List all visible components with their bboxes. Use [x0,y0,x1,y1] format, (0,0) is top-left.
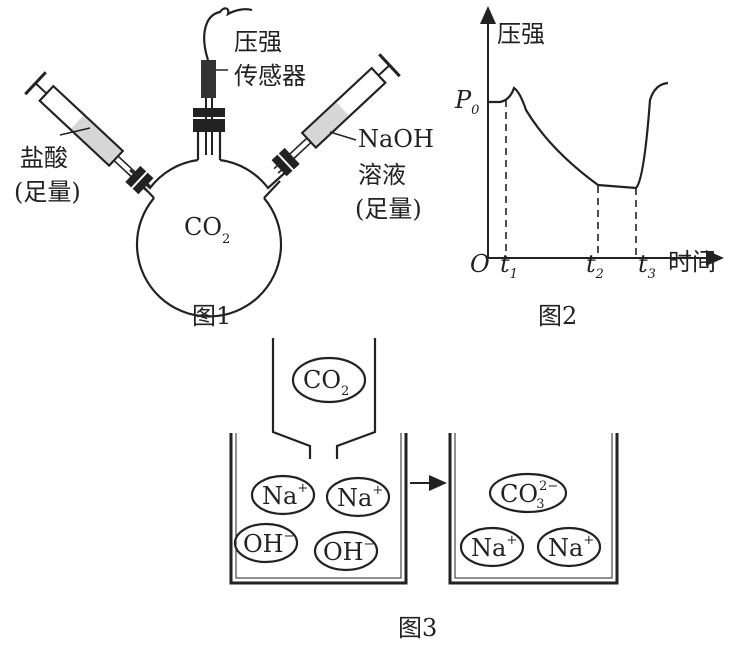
ion-na-1: Na+ [250,474,316,516]
svg-text:Na+: Na+ [548,533,594,562]
svg-text:CO2−3: CO2−3 [500,479,558,512]
beaker-after [448,433,619,585]
figure-2-caption: 图2 [538,302,577,330]
x-axis-label: 时间 [668,248,716,276]
svg-text:Na+: Na+ [262,481,308,510]
ion-oh-2: OH− [313,530,379,572]
naoh-syringe [271,53,401,177]
figure-3-caption: 图3 [398,614,437,642]
t2-label: t2 [586,250,604,282]
figure-2-pressure-graph: 压强 P0 O t1 t2 t3 时间 图2 [454,6,724,330]
origin-label: O [470,250,490,278]
figure-3-ion-diagram: CO2 Na+ Na+ OH− OH− CO2−3 Na+ [229,338,619,642]
top-stopper [193,108,225,132]
t1-label: t1 [500,250,518,282]
ion-na-2: Na+ [325,476,391,518]
hcl-label: 盐酸 [20,144,68,172]
naoh-amount-label: (足量) [355,195,422,223]
ion-carbonate: CO2−3 [488,472,568,514]
svg-text:Na+: Na+ [337,483,383,512]
sensor-label: 压强 [234,28,282,56]
pressure-curve [488,81,669,190]
co2-label: CO2 [303,366,349,399]
t3-label: t3 [638,250,656,282]
co2-molecule [291,356,367,404]
ion-na-3: Na+ [459,526,525,568]
p0-label: P0 [454,86,479,118]
y-axis-label: 压强 [497,20,545,48]
hcl-syringe [24,71,154,195]
beaker-before [229,433,408,585]
ion-oh-1: OH− [233,522,299,564]
hcl-amount-label: (足量) [14,178,81,206]
svg-text:OH−: OH− [243,529,295,558]
flask-gas-label: CO2 [184,213,230,247]
sensor-wire [203,7,253,61]
figure-1-caption: 图1 [192,302,231,330]
naoh-solution-label: 溶液 [358,161,406,189]
svg-text:OH−: OH− [323,537,375,566]
gas-tube [271,338,377,459]
naoh-label: NaOH [358,125,434,153]
svg-text:Na+: Na+ [471,533,517,562]
sensor-label: 传感器 [234,62,306,90]
figure-1: 压强 传感器 盐酸 (足量) NaOH 溶液 (足量) CO2 图1 [14,7,434,330]
pressure-sensor [201,60,216,98]
ion-na-4: Na+ [536,526,602,568]
